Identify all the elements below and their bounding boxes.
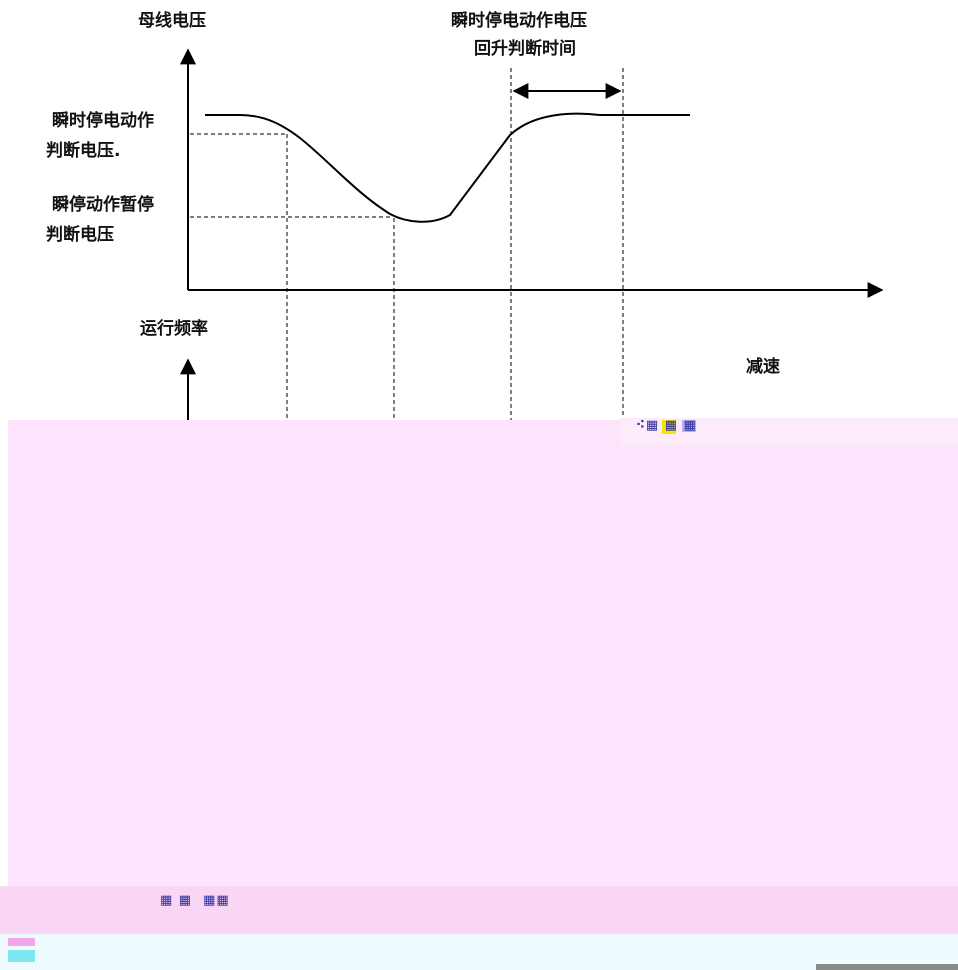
bus-voltage-curve (205, 112, 690, 223)
pause-voltage-label-line1: 瞬停动作暂停 (52, 195, 154, 215)
corrupted-glyph-cluster-bottom: ▦ ▦ ▦▦ (160, 893, 230, 908)
run-frequency-label: 运行频率 (140, 319, 208, 339)
corrupted-cyan-block (8, 950, 35, 962)
trip-voltage-label-line1: 瞬时停电动作 (52, 111, 154, 131)
corrupted-glyph-cluster-top: ⁖▦ ▦ ▦ (636, 418, 697, 433)
corrupted-pink-region (8, 420, 958, 910)
corrupted-pink-top-strip (620, 418, 958, 446)
corrupted-lavender-patch (682, 420, 696, 432)
bus-voltage-label: 母线电压 (138, 11, 206, 31)
recovery-time-label-line2: 回升判断时间 (474, 39, 576, 59)
corrupted-yellow-patch (662, 420, 676, 434)
corrupted-cyan-band (0, 934, 958, 970)
pause-voltage-label-line2: 判断电压 (46, 225, 114, 245)
trip-voltage-label-line2: 判断电压. (46, 141, 121, 161)
corrupted-pink-bottom-band (0, 886, 958, 934)
decelerate-label: 减速 (746, 357, 780, 377)
recovery-time-label-line1: 瞬时停电动作电压 (451, 11, 587, 31)
corrupted-gray-bar (816, 964, 958, 970)
corrupted-magenta-block (8, 938, 35, 946)
